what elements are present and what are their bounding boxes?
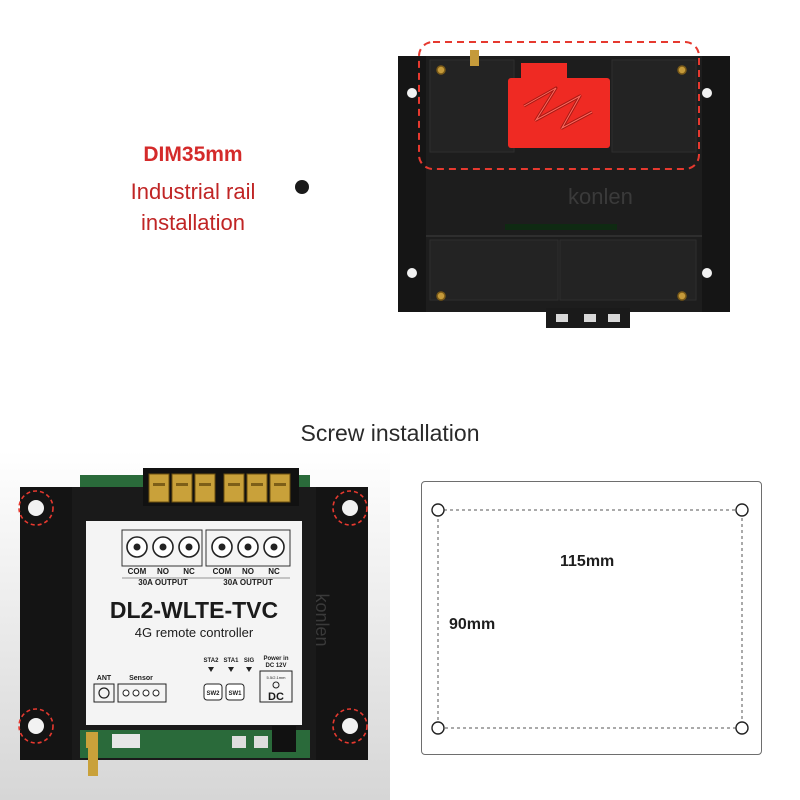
bullet-dot [295, 180, 309, 194]
din-highlight-box [418, 41, 700, 170]
din-clip-icon [508, 63, 610, 148]
term-no-1: NO [157, 567, 169, 576]
term-com-1: COM [128, 567, 147, 576]
recess-bottom-right [559, 239, 697, 301]
hole-spacing-outline [437, 509, 743, 729]
slot [505, 224, 617, 230]
mount-hole-icons [28, 500, 358, 734]
right-flange [316, 487, 368, 760]
ant-box [93, 683, 115, 703]
rail-brand-watermark: konlen [568, 184, 633, 209]
output-label-1: 30A OUTPUT [138, 578, 188, 587]
term-nc-2: NC [268, 567, 280, 576]
mount-hole-highlights [18, 490, 368, 744]
ant-label: ANT [97, 675, 112, 682]
tact-switch [232, 736, 246, 748]
rail-back-view: konlen [398, 41, 730, 328]
sw1-label: SW1 [228, 691, 242, 697]
antenna-connector-icon [470, 50, 479, 66]
dc-polarity-icon [272, 681, 280, 689]
height-dimension: 90mm [449, 616, 496, 633]
rail-title: DIM35mm [143, 143, 243, 166]
sta1-label: STA1 [224, 658, 240, 664]
dc-label: DC [268, 691, 284, 703]
tact-switch [254, 736, 268, 748]
screw-hole-icon [702, 88, 712, 98]
screw-hole-icon [407, 268, 417, 278]
ant-port-icon [98, 687, 110, 699]
clip-tab [584, 314, 596, 322]
width-dimension: 115mm [560, 553, 615, 570]
device-front-view: COM NO NC COM NO NC 30A OUTPUT 30A OUTPU… [0, 450, 390, 800]
led-indicator-icons [208, 667, 252, 672]
screw-hole-icon [407, 88, 417, 98]
mounting-diagram-lines [431, 503, 749, 735]
term-com-2: COM [213, 567, 232, 576]
mount-hole-icons [431, 503, 749, 735]
rail-line-2: installation [141, 210, 245, 235]
clip-tab [608, 314, 620, 322]
screw-title: Screw installation [300, 420, 480, 446]
clip-tab [556, 314, 568, 322]
antenna-connector-icon [86, 732, 98, 776]
power-box [259, 670, 293, 703]
dc-jack [272, 726, 296, 752]
sensor-connector [112, 734, 140, 748]
mounting-diagram [421, 481, 762, 755]
device-brand-watermark: konlen [312, 593, 332, 646]
power-spec: 5.5/2.1mm [267, 675, 287, 680]
brass-inserts [436, 65, 687, 301]
sensor-pins-icon [122, 689, 160, 697]
term-nc-1: NC [183, 567, 195, 576]
device-model: DL2-WLTE-TVC [110, 597, 278, 623]
term-no-2: NO [242, 567, 254, 576]
sensor-label: Sensor [129, 675, 153, 682]
sw2-label: SW2 [206, 691, 220, 697]
power-label-2: DC 12V [265, 663, 286, 669]
recess-top-right [611, 59, 697, 153]
rail-line-1: Industrial rail [130, 179, 256, 204]
sig-label: SIG [244, 658, 255, 664]
left-flange [20, 487, 72, 760]
screw-hole-icon [702, 268, 712, 278]
sensor-box [117, 683, 167, 703]
recess-bottom-left [429, 239, 559, 301]
output-label-2: 30A OUTPUT [223, 578, 273, 587]
sta2-label: STA2 [204, 658, 220, 664]
rail-description: Industrial rail installation [0, 176, 386, 238]
device-subtitle: 4G remote controller [135, 625, 254, 640]
sw1-button-icon [225, 683, 245, 701]
power-label-1: Power in [263, 656, 288, 662]
relay-terminal-block [143, 468, 299, 506]
sw2-button-icon [203, 683, 223, 701]
